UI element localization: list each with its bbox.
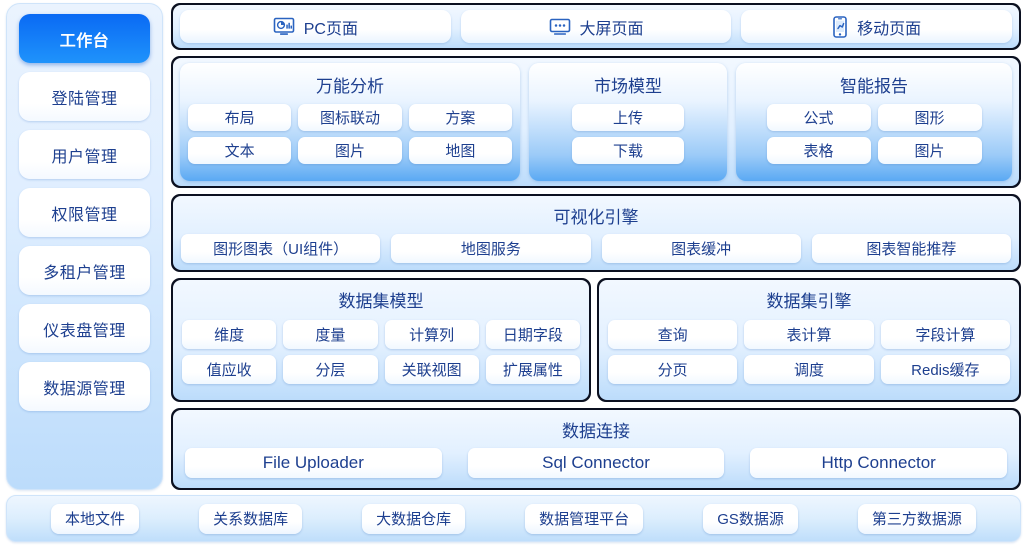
chip-pagination[interactable]: 分页 <box>608 354 738 384</box>
datasource-third-party[interactable]: 第三方数据源 <box>857 503 976 534</box>
upper-section: 工作台 登陆管理 用户管理 权限管理 多租户管理 仪表盘管理 数据源管理 <box>0 3 1027 490</box>
module-intelligent-report: 智能报告 公式 图形 表格 图片 <box>736 63 1012 181</box>
chip-row: 公式 图形 <box>744 104 1004 131</box>
sidebar-item-permission-management[interactable]: 权限管理 <box>19 188 150 237</box>
tab-pc-page[interactable]: PC页面 <box>180 10 451 43</box>
chip-text[interactable]: 文本 <box>188 137 292 164</box>
main-column: PC页面 大屏页面 <box>171 3 1021 490</box>
chip-map-service[interactable]: 地图服务 <box>391 233 591 263</box>
sidebar-item-multi-tenant-management[interactable]: 多租户管理 <box>19 246 150 295</box>
dataset-model-panel: 数据集模型 维度 度量 计算列 日期字段 值应收 分层 关联 <box>171 277 591 403</box>
tab-mobile-page[interactable]: 移动页面 <box>741 10 1013 43</box>
sidebar-item-datasource-management[interactable]: 数据源管理 <box>19 362 150 411</box>
module-title: 智能报告 <box>840 77 908 96</box>
tab-label: 大屏页面 <box>579 20 644 38</box>
chip-calculated-column[interactable]: 计算列 <box>384 319 479 349</box>
module-universal-analysis: 万能分析 布局 图标联动 方案 文本 图片 地图 <box>180 63 520 181</box>
chip-graphic[interactable]: 图形 <box>877 104 982 131</box>
chip-image[interactable]: 图片 <box>298 137 402 164</box>
dataset-model-title: 数据集模型 <box>338 291 424 311</box>
datasource-big-data-warehouse[interactable]: 大数据仓库 <box>362 503 466 534</box>
datasource-local-file[interactable]: 本地文件 <box>51 503 140 534</box>
data-source-bar: 本地文件 关系数据库 大数据仓库 数据管理平台 GS数据源 第三方数据源 <box>6 495 1021 542</box>
tab-label: PC页面 <box>303 20 358 38</box>
module-title: 万能分析 <box>316 77 384 96</box>
data-connection-row: 数据连接 File Uploader Sql Connector Http Co… <box>171 408 1021 490</box>
visualization-engine-title: 可视化引擎 <box>553 207 639 227</box>
chip-chart-buffer[interactable]: 图表缓冲 <box>601 233 801 263</box>
sidebar-item-label: 用户管理 <box>51 148 118 166</box>
dataset-row: 数据集模型 维度 度量 计算列 日期字段 值应收 分层 关联 <box>171 277 1021 403</box>
chip-table-calculation[interactable]: 表计算 <box>744 319 874 349</box>
chip-chart-recommendation[interactable]: 图表智能推荐 <box>811 233 1011 263</box>
chip-icon-linkage[interactable]: 图标联动 <box>298 104 402 131</box>
chip-row: 上传 <box>537 104 719 131</box>
module-title: 市场模型 <box>594 77 662 96</box>
chip-extended-attributes[interactable]: 扩展属性 <box>485 354 580 384</box>
chip-row: 查询 表计算 字段计算 <box>608 319 1010 349</box>
chip-measure[interactable]: 度量 <box>283 319 378 349</box>
chip-related-view[interactable]: 关联视图 <box>384 354 479 384</box>
sidebar-item-label: 多租户管理 <box>43 264 126 282</box>
tab-label: 移动页面 <box>857 20 922 38</box>
chip-formula[interactable]: 公式 <box>766 104 871 131</box>
chip-dimension[interactable]: 维度 <box>182 319 277 349</box>
sidebar: 工作台 登陆管理 用户管理 权限管理 多租户管理 仪表盘管理 数据源管理 <box>6 3 163 490</box>
big-screen-icon <box>549 17 571 37</box>
chip-file-uploader[interactable]: File Uploader <box>185 448 442 479</box>
sidebar-item-login-management[interactable]: 登陆管理 <box>19 72 150 121</box>
datasource-data-management-platform[interactable]: 数据管理平台 <box>525 503 644 534</box>
sidebar-item-label: 登陆管理 <box>51 90 118 108</box>
chip-image[interactable]: 图片 <box>877 137 982 164</box>
mobile-chart-icon <box>832 15 848 38</box>
chip-row: 布局 图标联动 方案 <box>188 104 512 131</box>
page-type-tab-row: PC页面 大屏页面 <box>171 3 1021 50</box>
chip-row: 文本 图片 地图 <box>188 137 512 164</box>
sidebar-item-label: 工作台 <box>59 32 110 50</box>
sidebar-item-workbench[interactable]: 工作台 <box>19 14 150 63</box>
chip-scheduling[interactable]: 调度 <box>744 354 874 384</box>
dataset-engine-title: 数据集引擎 <box>766 291 852 311</box>
chip-row: 表格 图片 <box>744 137 1004 164</box>
chip-redis-cache[interactable]: Redis缓存 <box>880 354 1010 384</box>
dataset-engine-panel: 数据集引擎 查询 表计算 字段计算 分页 调度 Redis缓存 <box>597 277 1021 403</box>
chip-layout[interactable]: 布局 <box>188 104 292 131</box>
chip-row: 值应收 分层 关联视图 扩展属性 <box>182 354 580 384</box>
tab-bigscreen-page[interactable]: 大屏页面 <box>460 10 732 43</box>
chip-http-connector[interactable]: Http Connector <box>750 448 1008 479</box>
chip-ui-charts[interactable]: 图形图表（UI组件） <box>181 233 381 263</box>
sidebar-item-user-management[interactable]: 用户管理 <box>19 130 150 179</box>
sidebar-item-dashboard-management[interactable]: 仪表盘管理 <box>19 304 150 353</box>
chip-hierarchy[interactable]: 分层 <box>283 354 378 384</box>
chip-row: 分页 调度 Redis缓存 <box>608 354 1010 384</box>
chip-map[interactable]: 地图 <box>408 137 512 164</box>
chip-value-receivable[interactable]: 值应收 <box>182 354 277 384</box>
chip-query[interactable]: 查询 <box>608 319 738 349</box>
sidebar-item-label: 仪表盘管理 <box>43 322 126 340</box>
module-market-model: 市场模型 上传 下载 <box>529 63 727 181</box>
monitor-chart-icon <box>273 17 295 37</box>
sidebar-item-label: 权限管理 <box>51 206 118 224</box>
chip-table[interactable]: 表格 <box>766 137 871 164</box>
sidebar-item-label: 数据源管理 <box>43 380 126 398</box>
analysis-modules-row: 万能分析 布局 图标联动 方案 文本 图片 地图 <box>171 56 1021 188</box>
chip-row: 维度 度量 计算列 日期字段 <box>182 319 580 349</box>
chip-row: 下载 <box>537 137 719 164</box>
visualization-engine-row: 可视化引擎 图形图表（UI组件） 地图服务 图表缓冲 图表智能推荐 <box>171 193 1021 272</box>
chip-field-calculation[interactable]: 字段计算 <box>880 319 1010 349</box>
chip-date-field[interactable]: 日期字段 <box>485 319 580 349</box>
chip-upload[interactable]: 上传 <box>572 104 684 131</box>
chip-download[interactable]: 下载 <box>572 137 684 164</box>
datasource-relational-db[interactable]: 关系数据库 <box>199 503 303 534</box>
datasource-gs[interactable]: GS数据源 <box>703 503 798 534</box>
chip-scheme[interactable]: 方案 <box>408 104 512 131</box>
data-connection-title: 数据连接 <box>562 422 630 442</box>
chip-sql-connector[interactable]: Sql Connector <box>467 448 725 479</box>
